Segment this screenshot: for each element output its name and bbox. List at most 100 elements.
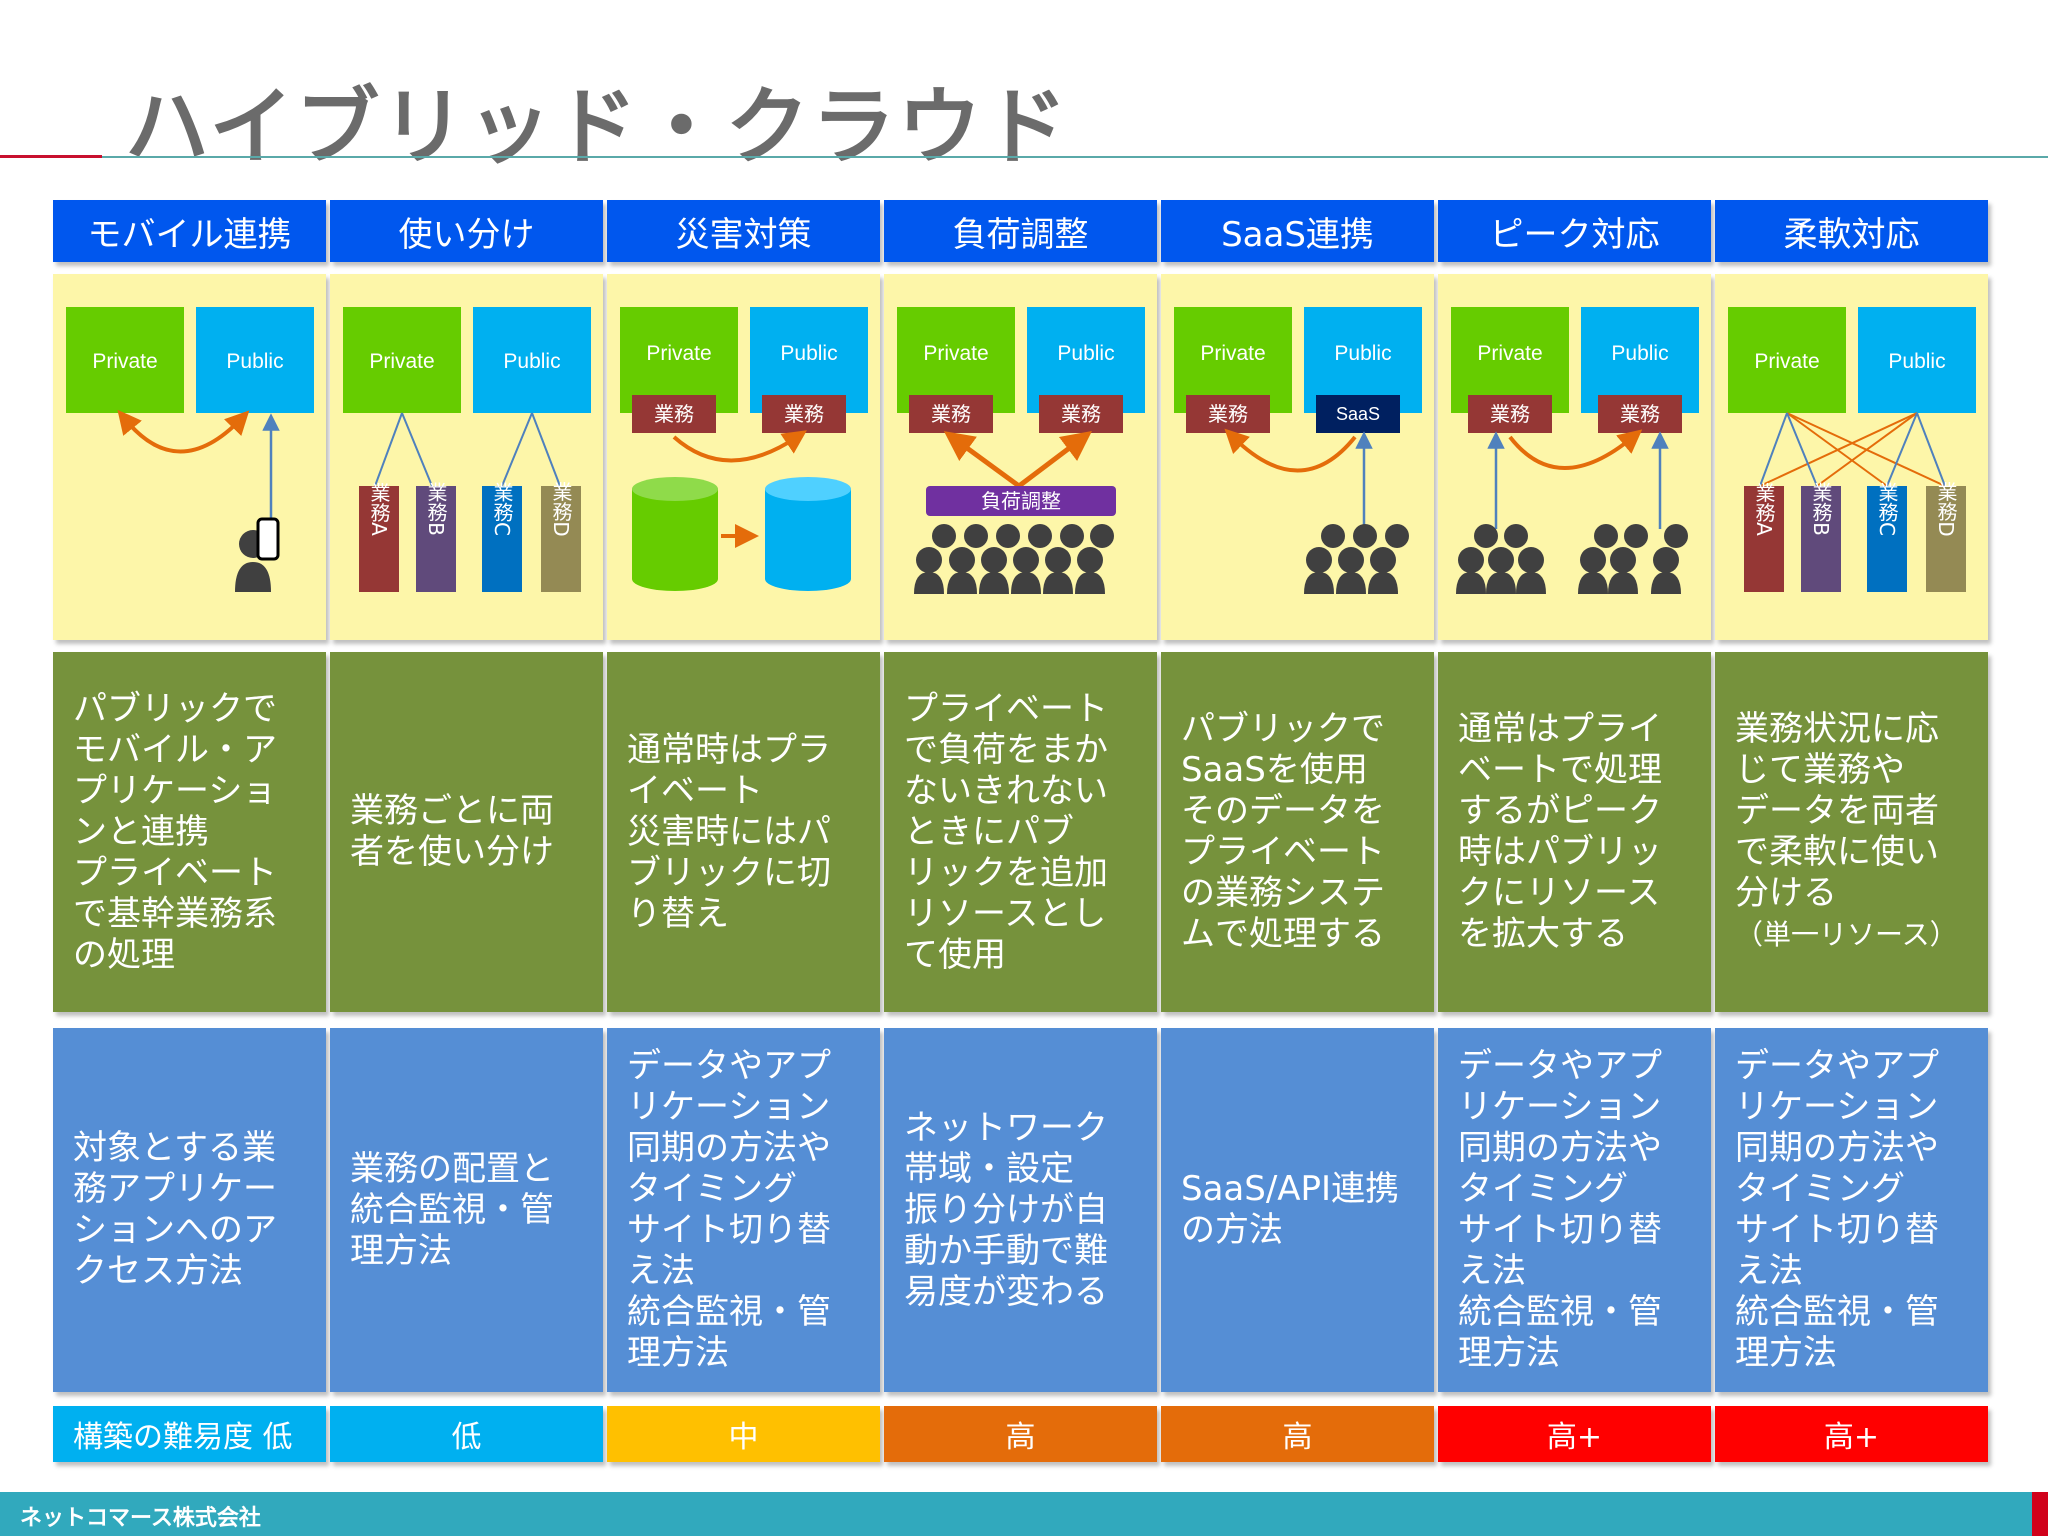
private-label: Private: [92, 350, 157, 373]
description-cell: パブリックで モバイル・ア プリケーショ ンと連携 プライベート で基幹業務系 …: [53, 652, 326, 1012]
public-label: Public: [1611, 342, 1668, 365]
column-header: 使い分け: [330, 200, 603, 262]
diagram-split-use: Private Public 業務A 業務B 業務C 業務D: [330, 274, 603, 640]
column-header: 負荷調整: [884, 200, 1157, 262]
public-label: Public: [1888, 350, 1945, 373]
issue-text: データやアプ リケーション 同期の方法や タイミング サイト切り替 え法 統合監…: [627, 1046, 831, 1373]
public-label: Public: [1334, 342, 1391, 365]
issue-text: 対象とする業 務アプリケー ションへのア クセス方法: [73, 1128, 277, 1291]
app-label-a: 業務A: [1752, 482, 1776, 536]
saas-label: SaaS: [1336, 404, 1380, 424]
users-group-icon-private: [1456, 524, 1546, 594]
column-header: 柔軟対応: [1715, 200, 1988, 262]
description-text: プライベート で負荷をまか ないきれない ときにパブ リックを追加 リソースとし…: [904, 688, 1108, 975]
app-box-private: [1186, 395, 1270, 433]
title-rule: [102, 156, 2048, 158]
column-header: ピーク対応: [1438, 200, 1711, 262]
users-group-icon-public: [1578, 524, 1688, 594]
issue-text: データやアプ リケーション 同期の方法や タイミング サイト切り替 え法 統合監…: [1735, 1046, 1939, 1373]
difficulty-badge: 高+: [1438, 1406, 1711, 1462]
issue-cell: 対象とする業 務アプリケー ションへのア クセス方法: [53, 1028, 326, 1392]
footer-accent: [2032, 1492, 2048, 1536]
diagram-mobile: Private Public: [53, 274, 326, 640]
description-cell: 業務ごとに両 者を使い分け: [330, 652, 603, 1012]
saas-box: [1316, 395, 1400, 433]
description-text: 業務ごとに両 者を使い分け: [350, 791, 554, 872]
page-title: ハイブリッド・クラウド: [125, 78, 1070, 176]
users-group-icon: [1304, 524, 1409, 594]
private-label: Private: [1754, 350, 1819, 373]
app-label: 業務: [784, 402, 824, 426]
app-label-c: 業務C: [1875, 482, 1899, 536]
app-label-a: 業務A: [367, 482, 391, 536]
issue-text: ネットワーク 帯域・設定 振り分けが自 動か手動で難 易度が変わる: [904, 1107, 1108, 1312]
issue-text: 業務の配置と 統合監視・管 理方法: [350, 1148, 554, 1271]
app-label: 業務: [1208, 402, 1248, 426]
load-balancer-label: 負荷調整: [981, 489, 1061, 513]
app-box-private: [632, 395, 716, 433]
sync-arrow: [1224, 428, 1357, 473]
diagram-saas: Private Public 業務 SaaS: [1161, 274, 1434, 640]
description-cell: 業務状況に応 じて業務や データを両者 で柔軟に使い 分ける （単一リソース）: [1715, 652, 1988, 1012]
sync-arrow: [672, 430, 807, 463]
column-header: 災害対策: [607, 200, 880, 262]
private-cloud-box: [66, 307, 184, 413]
load-balancer-box: [926, 486, 1116, 516]
app-label: 業務: [1620, 402, 1660, 426]
app-label: 業務: [1061, 402, 1101, 426]
public-cloud-box: [196, 307, 314, 413]
difficulty-badge: 高: [884, 1406, 1157, 1462]
private-label: Private: [646, 342, 711, 365]
app-label-c: 業務C: [490, 482, 514, 536]
issue-cell: SaaS/API連携 の方法: [1161, 1028, 1434, 1392]
issue-cell: 業務の配置と 統合監視・管 理方法: [330, 1028, 603, 1392]
difficulty-badge: 低: [330, 1406, 603, 1462]
public-label: Public: [1057, 342, 1114, 365]
public-label: Public: [503, 350, 560, 373]
app-box-c: [1867, 486, 1907, 592]
public-cloud-box: [1858, 307, 1976, 413]
app-label: 業務: [931, 402, 971, 426]
column-header: SaaS連携: [1161, 200, 1434, 262]
app-box-private: [1468, 395, 1552, 433]
title-rule-accent: [0, 155, 102, 158]
company-name: ネットコマース株式会社: [20, 1506, 261, 1531]
issue-cell: データやアプ リケーション 同期の方法や タイミング サイト切り替 え法 統合監…: [1715, 1028, 1988, 1392]
description-text: 通常はプライ ベートで処理 するがピーク 時はパブリッ クにリソース を拡大する: [1458, 709, 1662, 954]
app-box-a: [1744, 486, 1784, 592]
sync-arrow: [117, 409, 250, 454]
issue-cell: データやアプ リケーション 同期の方法や タイミング サイト切り替 え法 統合監…: [607, 1028, 880, 1392]
app-box-public: [1039, 395, 1123, 433]
app-box-d: [541, 486, 581, 592]
app-box-public: [1598, 395, 1682, 433]
column-header: モバイル連携: [53, 200, 326, 262]
app-label-d: 業務D: [1934, 481, 1958, 537]
sync-arrow: [1508, 429, 1643, 470]
app-box-a: [359, 486, 399, 592]
private-cloud-box: [343, 307, 461, 413]
private-label: Private: [923, 342, 988, 365]
app-label-d: 業務D: [549, 481, 573, 537]
app-box-public: [762, 395, 846, 433]
description-note: （単一リソース）: [1735, 918, 1958, 951]
difficulty-badge: 高: [1161, 1406, 1434, 1462]
issue-cell: データやアプ リケーション 同期の方法や タイミング サイト切り替 え法 統合監…: [1438, 1028, 1711, 1392]
private-label: Private: [1477, 342, 1542, 365]
description-cell: パブリックで SaaSを使用 そのデータを プライベート の業務システ ムで処理…: [1161, 652, 1434, 1012]
mobile-phone-icon: [256, 517, 280, 561]
difficulty-badge: 構築の難易度 低: [53, 1406, 326, 1462]
app-box-private: [909, 395, 993, 433]
public-cloud-box: [473, 307, 591, 413]
public-label: Public: [226, 350, 283, 373]
app-box-c: [482, 486, 522, 592]
app-box-d: [1926, 486, 1966, 592]
issue-cell: ネットワーク 帯域・設定 振り分けが自 動か手動で難 易度が変わる: [884, 1028, 1157, 1392]
description-text: 通常時はプラ イベート 災害時にはパ ブリックに切 り替え: [627, 729, 831, 934]
diagram-flexible: Private Public 業務A 業務B 業務C 業務D: [1715, 274, 1988, 640]
app-box-b: [1801, 486, 1841, 592]
description-cell: 通常はプライ ベートで処理 するがピーク 時はパブリッ クにリソース を拡大する: [1438, 652, 1711, 1012]
database-icon-private: [632, 477, 718, 591]
footer-bar: [0, 1492, 2048, 1536]
database-icon-public: [765, 477, 851, 591]
description-text: パブリックで モバイル・ア プリケーショ ンと連携 プライベート で基幹業務系 …: [73, 688, 277, 975]
